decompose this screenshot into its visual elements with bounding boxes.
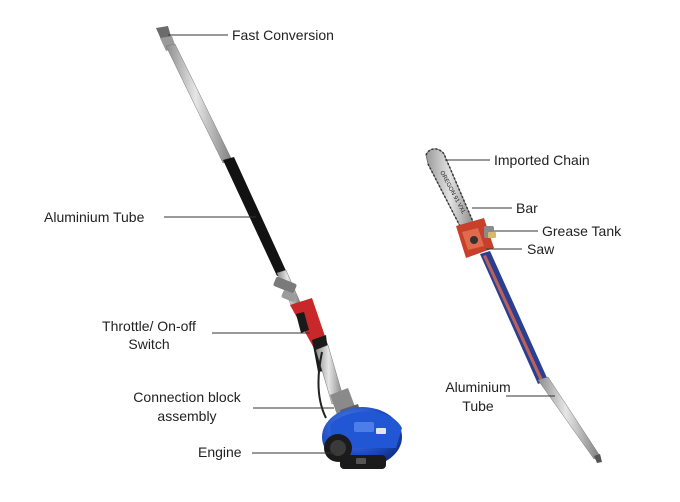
pole-saw-tool: OREGON 91 VXL bbox=[425, 148, 602, 463]
label-connection-line1: Connection block bbox=[133, 389, 241, 405]
upper-aluminium-tube bbox=[165, 43, 233, 164]
label-throttle-line2: Switch bbox=[128, 336, 170, 352]
leader-lines bbox=[164, 34, 555, 454]
label-engine: Engine bbox=[198, 444, 242, 460]
engine-body bbox=[322, 407, 402, 469]
label-saw: Saw bbox=[527, 241, 555, 257]
label-aluminium-tube-left: Aluminium Tube bbox=[44, 209, 145, 225]
label-grease-tank: Grease Tank bbox=[542, 223, 622, 239]
label-bar: Bar bbox=[516, 200, 538, 216]
label-aluminium-right-line2: Tube bbox=[462, 398, 494, 414]
label-imported-chain: Imported Chain bbox=[494, 152, 590, 168]
guide-bar: OREGON 91 VXL bbox=[425, 148, 475, 231]
label-connection-line2: assembly bbox=[157, 408, 217, 424]
saw-pole-lower bbox=[537, 376, 601, 460]
label-fast-conversion: Fast Conversion bbox=[232, 27, 334, 43]
tube-clamp bbox=[273, 276, 297, 302]
label-throttle-line1: Throttle/ On-off bbox=[102, 318, 196, 334]
pole-hedge-engine-tool bbox=[156, 26, 402, 469]
throttle-cable bbox=[317, 351, 327, 419]
label-aluminium-right-line1: Aluminium bbox=[445, 379, 511, 395]
saw-head bbox=[456, 218, 496, 258]
